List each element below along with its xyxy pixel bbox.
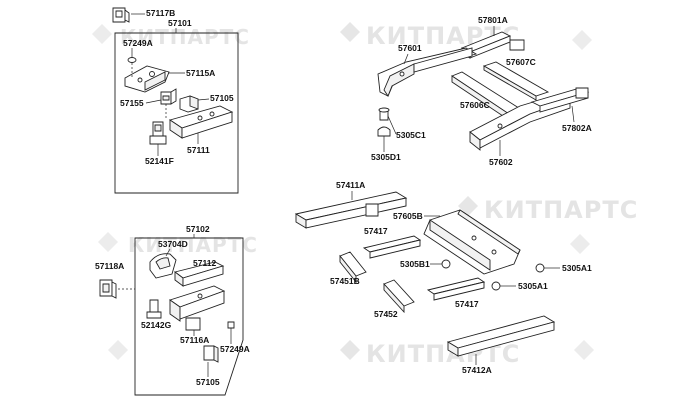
label-57116A: 57116A bbox=[180, 335, 209, 345]
label-57411A: 57411A bbox=[336, 180, 365, 190]
part-57117B[interactable] bbox=[112, 7, 130, 23]
part-57451B[interactable] bbox=[339, 251, 367, 284]
part-57605B[interactable] bbox=[423, 209, 521, 275]
watermark-brand-left-bottom: КИТПАРТС bbox=[128, 233, 258, 257]
watermark-left-top: КИТПАРТС bbox=[92, 24, 250, 49]
part-5305C1[interactable] bbox=[378, 107, 390, 121]
part-57452[interactable] bbox=[383, 279, 415, 314]
watermark-middle: КИТПАРТС bbox=[458, 196, 638, 224]
label-57602: 57602 bbox=[489, 157, 513, 167]
group-rear-floor-lower: 57411A 57605B 57417 57451B bbox=[294, 180, 592, 375]
part-5305A1-mid[interactable] bbox=[491, 281, 501, 291]
part-5305B1[interactable] bbox=[441, 259, 451, 269]
part-57155[interactable] bbox=[160, 88, 177, 105]
label-57111: 57111 bbox=[187, 145, 210, 155]
part-57105-top[interactable] bbox=[179, 95, 199, 113]
part-57115A[interactable] bbox=[124, 65, 170, 93]
part-52142G[interactable] bbox=[146, 299, 162, 319]
watermark-logo-icon bbox=[98, 232, 118, 252]
label-57105-top: 57105 bbox=[210, 93, 234, 103]
label-57155: 57155 bbox=[120, 98, 144, 108]
label-57412A: 57412A bbox=[462, 365, 492, 375]
part-57802A[interactable] bbox=[530, 87, 590, 113]
label-57601: 57601 bbox=[398, 43, 422, 53]
watermark-layer: КИТПАРТС КИТПАРТС КИТПАРТС КИТПАРТС КИТП… bbox=[92, 22, 638, 368]
group-57101: 57101 57117B 57249A 57115A 571 bbox=[112, 7, 239, 194]
label-57417-top: 57417 bbox=[364, 226, 388, 236]
label-5305A1-mid: 5305A1 bbox=[518, 281, 548, 291]
part-57111[interactable] bbox=[168, 105, 234, 139]
watermark-right-mid bbox=[570, 234, 590, 254]
label-5305B1: 5305B1 bbox=[400, 259, 430, 269]
label-57249A-top: 57249A bbox=[123, 38, 153, 48]
watermark-right-bottom bbox=[574, 340, 594, 360]
part-52141F[interactable] bbox=[149, 121, 167, 145]
watermark-logo-icon bbox=[340, 340, 360, 360]
part-57249A-top[interactable] bbox=[127, 57, 137, 63]
label-57451B: 57451B bbox=[330, 276, 360, 286]
part-57417-bottom[interactable] bbox=[426, 277, 486, 301]
label-5305D1: 5305D1 bbox=[371, 152, 401, 162]
label-57802A: 57802A bbox=[562, 123, 592, 133]
label-57417-bottom: 57417 bbox=[455, 299, 479, 309]
part-53704D[interactable] bbox=[149, 253, 177, 279]
watermark-logo-icon bbox=[572, 30, 592, 50]
label-52141F: 52141F bbox=[145, 156, 174, 166]
label-57117B: 57117B bbox=[146, 8, 175, 18]
watermark-logo-icon bbox=[458, 196, 478, 216]
group-rear-floor-members: 57801A 57601 57607C 57606C bbox=[371, 15, 592, 167]
part-rear-rail-assembly[interactable] bbox=[168, 285, 226, 331]
label-57112: 57112 bbox=[193, 258, 216, 268]
label-57605B: 57605B bbox=[393, 211, 423, 221]
label-57606C: 57606C bbox=[460, 100, 490, 110]
watermark-right-top bbox=[572, 30, 592, 50]
label-5305A1-right: 5305A1 bbox=[562, 263, 592, 273]
part-57118A[interactable] bbox=[99, 279, 117, 299]
label-57801A: 57801A bbox=[478, 15, 508, 25]
label-57249A-bottom: 57249A bbox=[220, 344, 250, 354]
watermark-brand-middle: КИТПАРТС bbox=[484, 196, 638, 224]
watermark-left-lower bbox=[108, 340, 128, 360]
watermark-logo-icon bbox=[108, 340, 128, 360]
leader-53704D bbox=[165, 248, 171, 257]
label-57118A: 57118A bbox=[95, 261, 124, 271]
part-57105-bottom[interactable] bbox=[203, 345, 219, 363]
leader-57802A bbox=[571, 105, 575, 123]
label-57607C: 57607C bbox=[506, 57, 536, 67]
label-57452: 57452 bbox=[374, 309, 398, 319]
part-57411A[interactable] bbox=[294, 191, 408, 229]
leader-57601 bbox=[403, 53, 409, 65]
part-57249A-bottom[interactable] bbox=[227, 321, 235, 329]
part-5305A1-right[interactable] bbox=[535, 263, 545, 273]
group-57101-frame bbox=[114, 32, 239, 194]
label-52142G: 52142G bbox=[141, 320, 172, 330]
label-5305C1: 5305C1 bbox=[396, 130, 426, 140]
label-57105-bottom: 57105 bbox=[196, 377, 220, 387]
watermark-brand-left-top: КИТПАРТС bbox=[120, 25, 250, 49]
group-57102: 57102 53704D 57112 57118A bbox=[95, 224, 250, 396]
group-57102-frame bbox=[134, 237, 244, 396]
part-57412A[interactable] bbox=[446, 315, 556, 357]
label-57115A: 57115A bbox=[186, 68, 215, 78]
leader-57105-top bbox=[197, 98, 210, 101]
watermark-logo-icon bbox=[92, 24, 112, 44]
watermark-logo-icon bbox=[340, 22, 360, 42]
watermark-logo-icon bbox=[570, 234, 590, 254]
part-57112[interactable] bbox=[173, 261, 225, 287]
part-57601[interactable] bbox=[377, 47, 478, 97]
watermark-left-bottom: КИТПАРТС bbox=[98, 232, 258, 257]
part-57607C[interactable] bbox=[482, 61, 550, 101]
part-57417-top[interactable] bbox=[362, 235, 422, 259]
label-57101: 57101 bbox=[168, 18, 192, 28]
leader-57155 bbox=[145, 99, 162, 104]
watermark-logo-icon bbox=[574, 340, 594, 360]
part-5305D1[interactable] bbox=[377, 126, 391, 137]
leader-5305C1 bbox=[387, 115, 397, 135]
label-53704D: 53704D bbox=[158, 239, 188, 249]
label-57102: 57102 bbox=[186, 224, 210, 234]
